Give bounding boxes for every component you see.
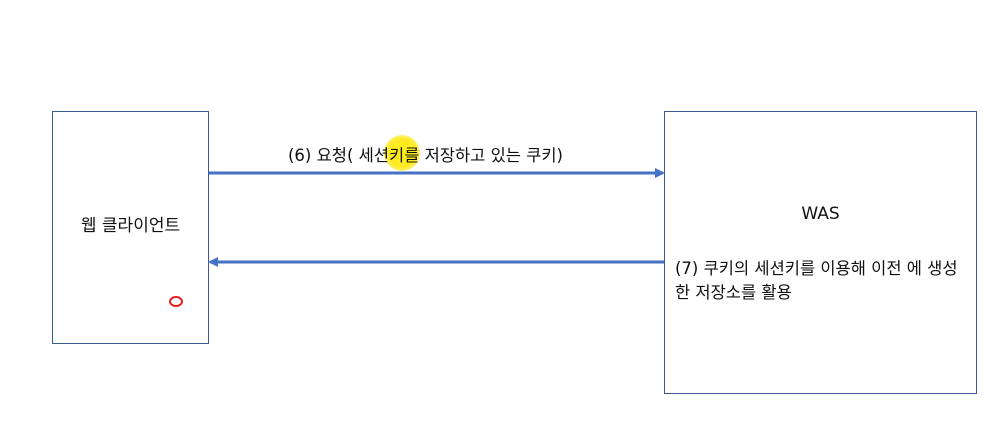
web-client-box: 웹 클라이언트 [52,111,209,344]
request-label: (6) 요청( 세션키를 저장하고 있는 쿠키) [288,146,563,165]
was-note: (7) 쿠키의 세션키를 이용해 이전 에 생성한 저장소를 활용 [675,259,958,302]
was-server-box: WAS (7) 쿠키의 세션키를 이용해 이전 에 생성한 저장소를 활용 [664,111,977,394]
cursor-highlight [384,135,420,171]
red-circle-mark [169,296,183,307]
web-client-label: 웹 클라이언트 [80,216,181,236]
was-label: WAS [801,204,840,224]
